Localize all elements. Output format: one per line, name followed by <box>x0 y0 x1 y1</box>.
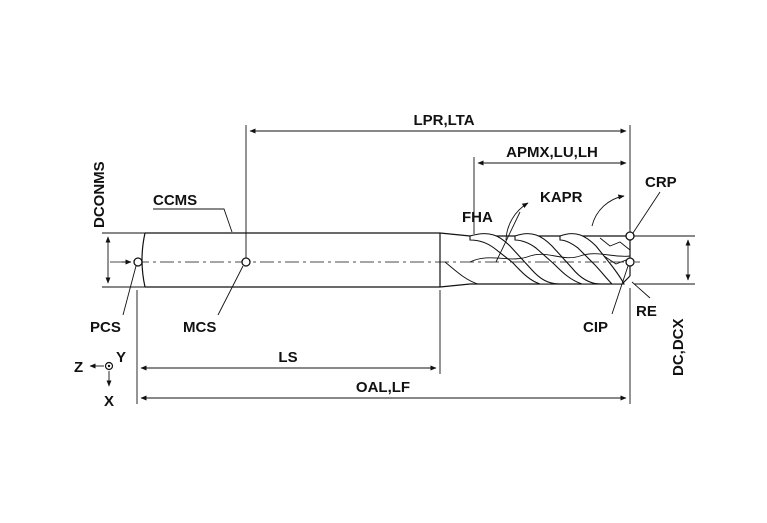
dc-dcx-dimension <box>634 235 695 285</box>
axis-y-label: Y <box>116 349 126 366</box>
tool-neck <box>439 232 471 288</box>
dconms-dimension <box>102 232 145 288</box>
axis-indicator <box>89 361 114 387</box>
fha-angle <box>495 202 529 263</box>
mcs-point <box>241 257 251 267</box>
oal-lf-dimension <box>140 288 631 404</box>
lpr-lta-label: LPR,LTA <box>413 112 474 129</box>
oal-lf-label: OAL,LF <box>356 379 410 396</box>
re-leader <box>631 281 651 299</box>
tool-shank <box>141 232 441 288</box>
mcs-leader <box>217 265 244 316</box>
crp-label: CRP <box>645 174 677 191</box>
axis-x-label: X <box>104 393 114 410</box>
apmx-lu-lh-dimension <box>473 157 627 234</box>
axis-z-label: Z <box>74 359 83 376</box>
ls-label: LS <box>278 349 297 366</box>
tool-flutes <box>444 233 631 285</box>
fha-label: FHA <box>462 209 493 226</box>
crp-point <box>625 231 635 241</box>
re-label: RE <box>636 303 657 320</box>
pcs-point <box>133 257 143 267</box>
ccms-label: CCMS <box>153 192 197 209</box>
kapr-angle <box>591 194 631 230</box>
ccms-leader <box>153 208 233 233</box>
cip-label: CIP <box>583 319 608 336</box>
cip-point <box>625 257 635 267</box>
ls-dimension <box>136 290 441 404</box>
dc-dcx-label: DC,DCX <box>670 318 687 376</box>
kapr-label: KAPR <box>540 189 583 206</box>
crp-leader <box>632 191 661 234</box>
mcs-label: MCS <box>183 319 216 336</box>
cip-leader <box>611 265 629 315</box>
pcs-leader <box>122 265 137 316</box>
apmx-lu-lh-label: APMX,LU,LH <box>506 144 598 161</box>
pcs-label: PCS <box>90 319 121 336</box>
dconms-label: DCONMS <box>91 161 108 228</box>
